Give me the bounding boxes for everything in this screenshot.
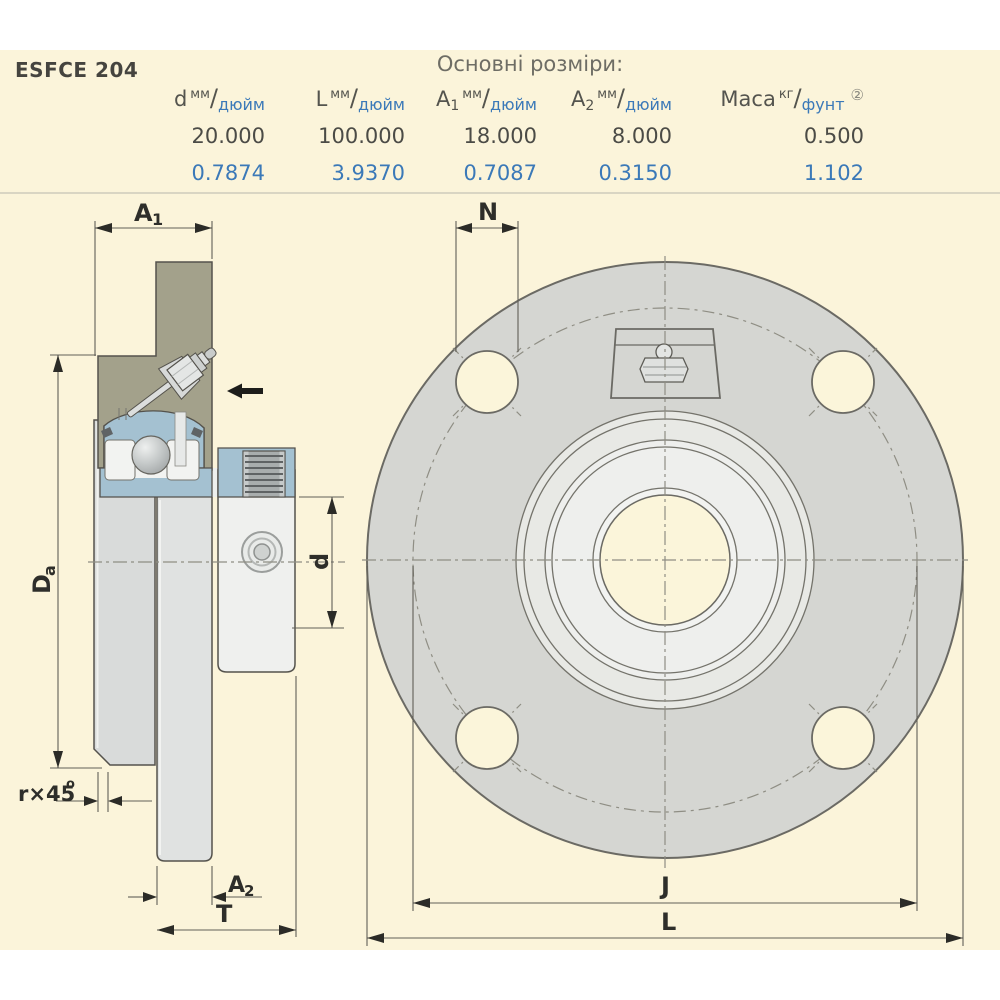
section-dimensions: A 1 D a	[18, 199, 344, 937]
svg-text:2: 2	[244, 882, 254, 900]
value-A1-inch: 0.7087	[463, 161, 537, 185]
svg-text:1: 1	[152, 210, 163, 229]
grease-fitting	[126, 347, 217, 418]
svg-text:N: N	[478, 198, 498, 226]
svg-text:D: D	[28, 574, 56, 594]
value-mass-kg: 0.500	[803, 124, 864, 148]
column-header-A1: A1мм/дюйм	[435, 84, 537, 114]
svg-text:T: T	[216, 900, 233, 928]
value-d-mm: 20.000	[191, 124, 265, 148]
values-row-mm: 20.000 100.000 18.000 8.000 0.500	[135, 124, 864, 148]
svg-text:r×45: r×45	[18, 782, 75, 806]
svg-text:A: A	[228, 873, 245, 898]
threaded-bore	[242, 450, 286, 498]
bolt-hole	[811, 706, 875, 770]
dimension-r45: r×45 o	[18, 772, 152, 812]
column-header-A2: A2мм/дюйм	[570, 84, 672, 114]
ball	[131, 435, 171, 475]
shaft	[156, 469, 213, 862]
value-A1-mm: 18.000	[463, 124, 537, 148]
svg-text:d: d	[306, 553, 334, 570]
value-mass-lb: 1.102	[803, 161, 864, 185]
part-number: ESFCE 204	[15, 58, 139, 82]
dimension-T: T	[157, 676, 297, 937]
dimension-Da: D a	[28, 354, 102, 769]
values-row-inch: 0.7874 3.9370 0.7087 0.3150 1.102	[135, 161, 864, 185]
table-divider-line	[0, 192, 1000, 194]
bolt-hole	[811, 350, 875, 414]
table-title: Основні розміри:	[436, 52, 624, 76]
front-dimensions: N J L	[366, 198, 964, 946]
dimension-A1: A 1	[94, 199, 213, 356]
svg-text:o: o	[66, 777, 75, 792]
footnote-mark: ②	[850, 86, 864, 104]
bolt-holes	[452, 347, 878, 773]
svg-text:L: L	[661, 908, 676, 936]
set-screw-hole	[241, 531, 283, 573]
svg-text:J: J	[659, 872, 670, 900]
svg-text:a: a	[40, 565, 59, 576]
section-view	[88, 261, 345, 862]
dimension-A2: A 2	[128, 866, 262, 905]
bolt-hole	[455, 706, 519, 770]
dimension-d: d	[292, 496, 344, 629]
svg-text:A: A	[134, 199, 153, 227]
dimension-J: J	[412, 566, 918, 911]
value-d-inch: 0.7874	[191, 161, 265, 185]
value-A2-mm: 8.000	[611, 124, 672, 148]
front-view	[362, 256, 968, 868]
bearing-internals	[101, 408, 203, 481]
value-L-mm: 100.000	[318, 124, 405, 148]
value-L-inch: 3.9370	[331, 161, 405, 185]
bolt-hole	[455, 350, 519, 414]
pointer-arrow-icon	[227, 383, 263, 399]
value-A2-inch: 0.3150	[598, 161, 672, 185]
dimension-L: L	[366, 566, 964, 946]
dimension-N: N	[455, 198, 519, 352]
